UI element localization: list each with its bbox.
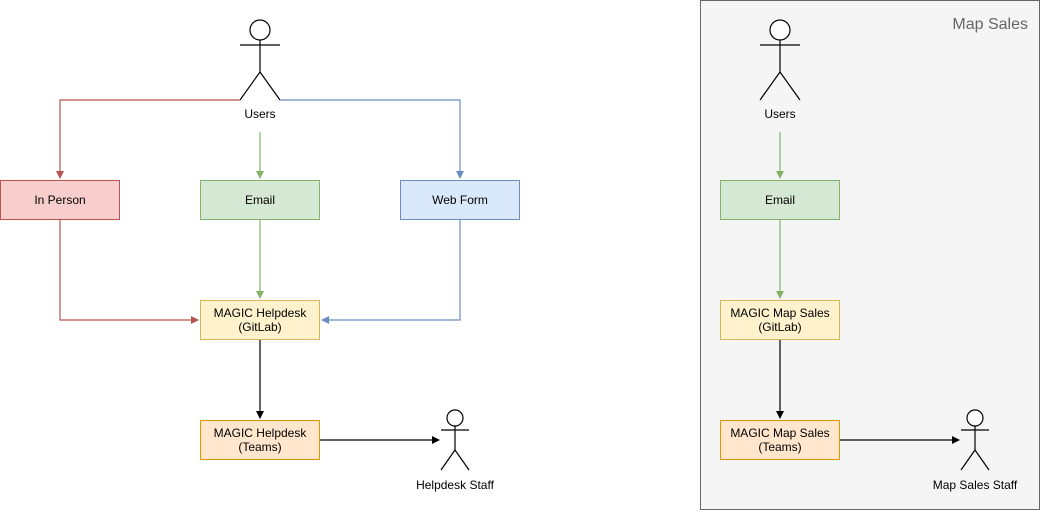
email-label-left: Email: [244, 193, 275, 207]
mapsales-gitlab-line2: (GitLab): [758, 320, 802, 334]
mapsales-gitlab-box[interactable]: MAGIC Map Sales (GitLab): [720, 300, 840, 340]
map-sales-staff-label: Map Sales Staff: [932, 478, 1018, 492]
users-actor-right: [759, 19, 801, 101]
email-box-left[interactable]: Email: [200, 180, 320, 220]
map-sales-staff-actor: [960, 409, 990, 471]
mapsales-teams-box[interactable]: MAGIC Map Sales (Teams): [720, 420, 840, 460]
email-box-right[interactable]: Email: [720, 180, 840, 220]
helpdesk-gitlab-line2: (GitLab): [238, 320, 282, 334]
email-label-right: Email: [764, 193, 795, 207]
edge-users-to-in-person: [56, 99, 240, 179]
users-label-left: Users: [244, 107, 276, 121]
in-person-box[interactable]: In Person: [0, 180, 120, 220]
users-actor-left: [239, 19, 281, 101]
mapsales-teams-line2: (Teams): [758, 440, 802, 454]
web-form-box[interactable]: Web Form: [400, 180, 520, 220]
users-label-right: Users: [764, 107, 796, 121]
helpdesk-staff-actor: [440, 409, 470, 471]
edge-in-person-to-helpdesk: [59, 220, 199, 324]
helpdesk-teams-line2: (Teams): [238, 440, 282, 454]
helpdesk-teams-box[interactable]: MAGIC Helpdesk (Teams): [200, 420, 320, 460]
mapsales-gitlab-line1: MAGIC Map Sales: [730, 306, 830, 320]
helpdesk-staff-label: Helpdesk Staff: [416, 478, 494, 492]
edge-users-to-web-form: [280, 99, 464, 179]
map-sales-group-title: Map Sales: [952, 16, 1028, 33]
helpdesk-gitlab-box[interactable]: MAGIC Helpdesk (GitLab): [200, 300, 320, 340]
in-person-label: In Person: [34, 193, 86, 207]
helpdesk-gitlab-line1: MAGIC Helpdesk: [213, 306, 307, 320]
edge-web-form-to-helpdesk: [321, 220, 461, 324]
helpdesk-teams-line1: MAGIC Helpdesk: [213, 426, 307, 440]
web-form-label: Web Form: [432, 193, 488, 207]
mapsales-teams-line1: MAGIC Map Sales: [730, 426, 830, 440]
